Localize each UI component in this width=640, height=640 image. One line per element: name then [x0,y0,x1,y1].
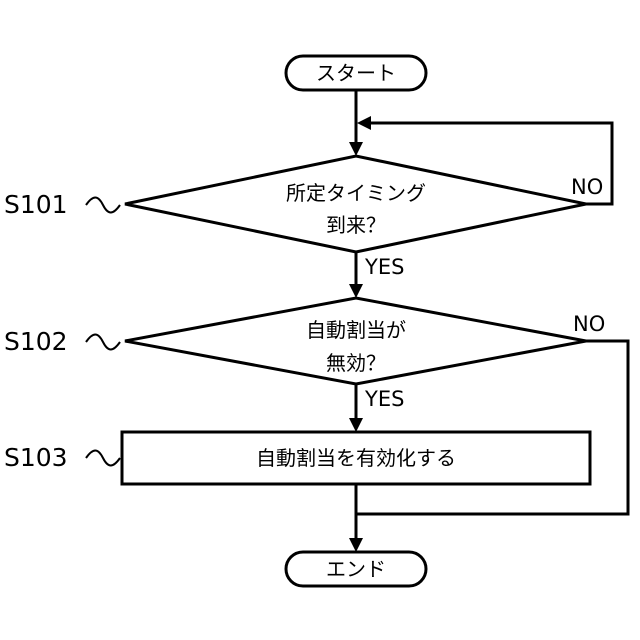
step-connector-s101 [86,198,120,213]
process-s103-text: 自動割当を有効化する [256,446,456,470]
s102-no-label: NO [573,312,605,336]
step-label-s101: S101 [4,190,68,219]
end-label: エンド [326,557,386,581]
start-label: スタート [316,61,396,85]
step-label-s103: S103 [4,443,68,472]
arrow-s102-yes [349,418,363,432]
s101-no-label: NO [571,175,603,199]
decision-s101-text-line1: 所定タイミング [286,181,426,205]
arrow-to-end [349,538,363,552]
decision-s102-text-line2: 無効？ [326,351,386,375]
s101-yes-label: YES [364,255,404,279]
arrow-s101-no-loop [357,116,371,130]
s102-yes-label: YES [364,387,404,411]
step-label-s102: S102 [4,327,68,356]
arrow-start-to-s101 [349,142,363,156]
decision-s102-text-line1: 自動割当が [306,318,406,342]
step-connector-s102 [86,335,120,350]
step-connector-s103 [86,451,120,466]
decision-s101-text-line2: 到来？ [326,213,386,237]
arrow-s101-yes [349,284,363,298]
